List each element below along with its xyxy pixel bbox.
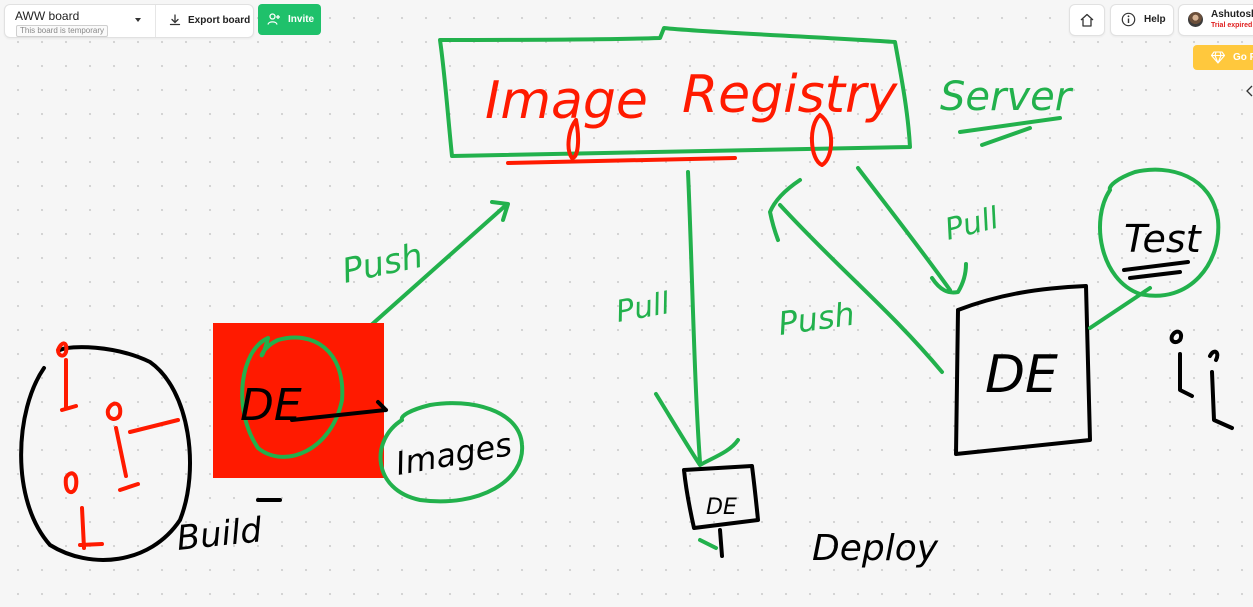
registry-title-registry: Registry	[682, 65, 898, 125]
server-underline	[958, 116, 1062, 147]
board-panel: AWW board This board is temporary Export…	[4, 4, 254, 38]
registry-title-image: Image	[485, 71, 648, 131]
deploy-pin	[698, 538, 718, 550]
diamond-icon	[1211, 51, 1225, 64]
pull-label-center: Pull	[613, 286, 673, 330]
deploy-small-box	[682, 464, 760, 558]
pull-label-right: Pull	[941, 201, 1002, 248]
download-icon	[169, 14, 181, 26]
invite-label: Invite	[288, 14, 315, 25]
server-label: Server	[940, 74, 1074, 120]
pull-arrow-center	[654, 170, 740, 467]
go-pro-button[interactable]: Go P	[1193, 45, 1253, 70]
test-circle	[1088, 167, 1221, 330]
de-label-large: DE	[985, 345, 1058, 405]
user-name: Ashutosh	[1211, 9, 1253, 20]
build-label: Build	[175, 510, 264, 559]
home-button[interactable]	[1069, 4, 1105, 36]
board-status-badge: This board is temporary	[16, 25, 109, 37]
export-board-label: Export board	[188, 15, 251, 26]
user-menu[interactable]: Ashutosh Trial expired	[1178, 4, 1253, 36]
stick-figures	[1169, 329, 1234, 430]
cluster-nodes	[56, 341, 180, 550]
invite-button[interactable]: Invite	[258, 4, 321, 35]
de-to-images-line	[290, 400, 388, 422]
export-board-button[interactable]: Export board	[157, 5, 253, 37]
chevron-left-icon[interactable]	[1245, 84, 1253, 98]
help-label: Help	[1144, 14, 1166, 25]
avatar	[1188, 12, 1203, 27]
de-label-small: DE	[706, 495, 737, 520]
images-circle	[378, 401, 525, 504]
push-label-right: Push	[776, 295, 857, 343]
home-icon	[1080, 13, 1094, 27]
info-icon	[1121, 12, 1136, 27]
deploy-label: Deploy	[812, 528, 939, 569]
test-label: Test	[1124, 217, 1203, 261]
add-user-icon	[267, 13, 280, 25]
panel-divider	[155, 5, 156, 37]
push-label-left: Push	[339, 236, 427, 292]
trial-status: Trial expired	[1211, 22, 1253, 29]
image-registry-box	[438, 26, 912, 167]
pull-arrow-right	[856, 166, 968, 295]
test-server-box	[954, 284, 1092, 456]
de-label-red-box: DE	[240, 380, 302, 431]
push-arrow-right	[768, 178, 944, 374]
build-cluster-circle	[19, 345, 192, 562]
images-label: Images	[393, 425, 515, 483]
go-pro-label: Go P	[1233, 52, 1253, 63]
push-arrow-left	[358, 200, 510, 337]
chevron-down-icon[interactable]	[133, 15, 143, 25]
de-highlight-circle	[240, 335, 345, 459]
test-underline	[1122, 260, 1190, 280]
board-name[interactable]: AWW board	[15, 9, 80, 23]
help-button[interactable]: Help	[1110, 4, 1174, 36]
